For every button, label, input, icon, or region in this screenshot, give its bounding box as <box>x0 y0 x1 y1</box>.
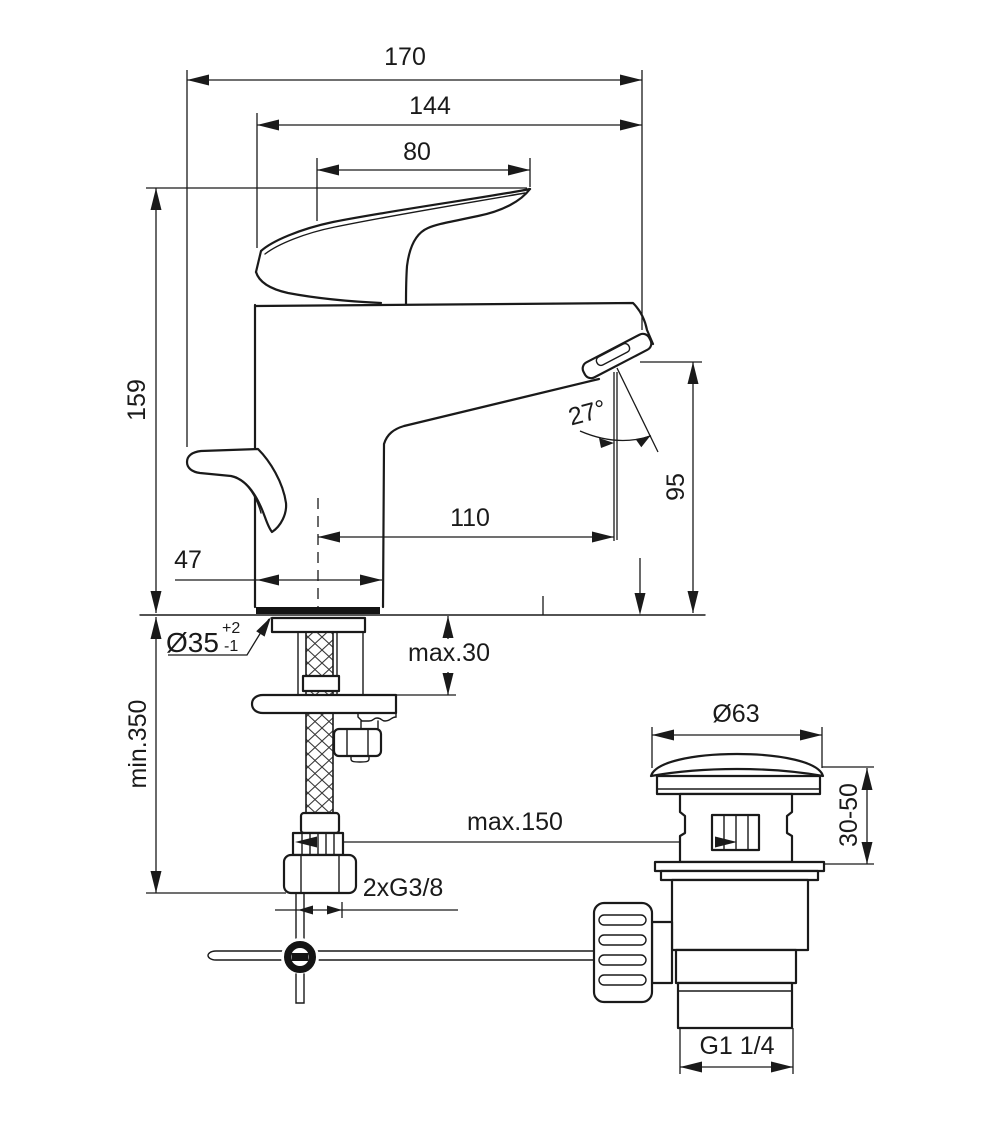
waste-cap <box>649 752 825 778</box>
waste-lower-flange-top <box>653 860 826 873</box>
stud-tip <box>350 755 370 763</box>
handle-chamfer <box>264 192 526 255</box>
ball-joint-slot <box>291 953 309 961</box>
g38-nut <box>282 853 358 895</box>
label-base-width: 47 <box>174 546 202 574</box>
label-waste-thread: G1 1/4 <box>699 1032 774 1060</box>
handle-tail-inner <box>235 476 262 514</box>
pull-rod-lower <box>295 973 305 1004</box>
label-supply-thread: 2xG3/8 <box>363 874 444 902</box>
handle-top <box>254 187 532 274</box>
label-spout-reach: 110 <box>450 504 490 532</box>
bracket-step <box>357 712 397 722</box>
mounting-stud <box>360 720 379 730</box>
waste-main-body <box>670 878 810 952</box>
handle-skirt <box>254 270 383 305</box>
label-deck-thickness: max.30 <box>408 639 490 667</box>
aerator <box>581 332 653 380</box>
label-overall-width: 170 <box>384 43 426 71</box>
label-handle-length: 80 <box>403 138 431 166</box>
dimension-labels: 170 144 80 159 27° 95 110 47 Ø35 +2 -1 m… <box>123 43 863 1060</box>
mounting-nut-facets <box>346 729 369 756</box>
waste-flange <box>655 774 822 796</box>
aerator-insert <box>595 342 631 367</box>
handle-front <box>404 187 532 306</box>
knurl-rib-4 <box>598 974 647 986</box>
knurl-rib-1 <box>598 914 647 926</box>
g38-nut-facets <box>300 855 340 893</box>
label-hose-length: min.350 <box>124 700 152 789</box>
popup-waste-assembly <box>592 752 826 1030</box>
knurl-rib-2 <box>598 934 647 946</box>
max150-left-arrow <box>295 836 317 848</box>
label-hole-tol-plus: +2 <box>222 620 240 637</box>
mounting-nut <box>332 727 383 758</box>
flex-hose-braid <box>305 631 334 814</box>
shank-flange <box>270 616 367 634</box>
label-outlet-height: 95 <box>662 473 690 501</box>
label-rod-offset: max.150 <box>467 808 563 836</box>
label-hole-diameter: Ø35 <box>166 627 219 658</box>
label-waste-cap-diameter: Ø63 <box>712 700 759 728</box>
label-hole-tol-minus: -1 <box>224 638 238 655</box>
handle-tail <box>185 447 288 534</box>
label-waste-height-range: 30-50 <box>835 783 863 847</box>
hose-ferrule <box>299 811 341 835</box>
label-total-height: 159 <box>123 379 151 421</box>
pull-rod-upper <box>295 892 305 942</box>
knurl-rib-3 <box>598 954 647 966</box>
horizontal-rod <box>207 950 601 961</box>
waste-body-lower <box>674 948 798 985</box>
base-gasket <box>256 607 380 614</box>
hose-joint <box>301 674 341 693</box>
faucet-outline <box>139 187 706 616</box>
popup-rod-linkage <box>207 892 601 1004</box>
knurled-nut <box>592 901 654 1004</box>
spout-underside <box>381 377 601 609</box>
waste-lower-flange-bottom <box>659 869 820 882</box>
underdeck-assembly <box>250 616 398 895</box>
max150-right-arrow <box>715 836 737 848</box>
dimension-lines <box>146 70 874 1074</box>
mounting-bracket <box>250 693 398 715</box>
waste-tailpiece <box>676 981 794 1030</box>
label-body-width: 144 <box>409 92 451 120</box>
label-spout-angle: 27° <box>565 395 609 432</box>
waste-nut-connector <box>650 920 674 985</box>
body-top-spout <box>254 301 655 346</box>
